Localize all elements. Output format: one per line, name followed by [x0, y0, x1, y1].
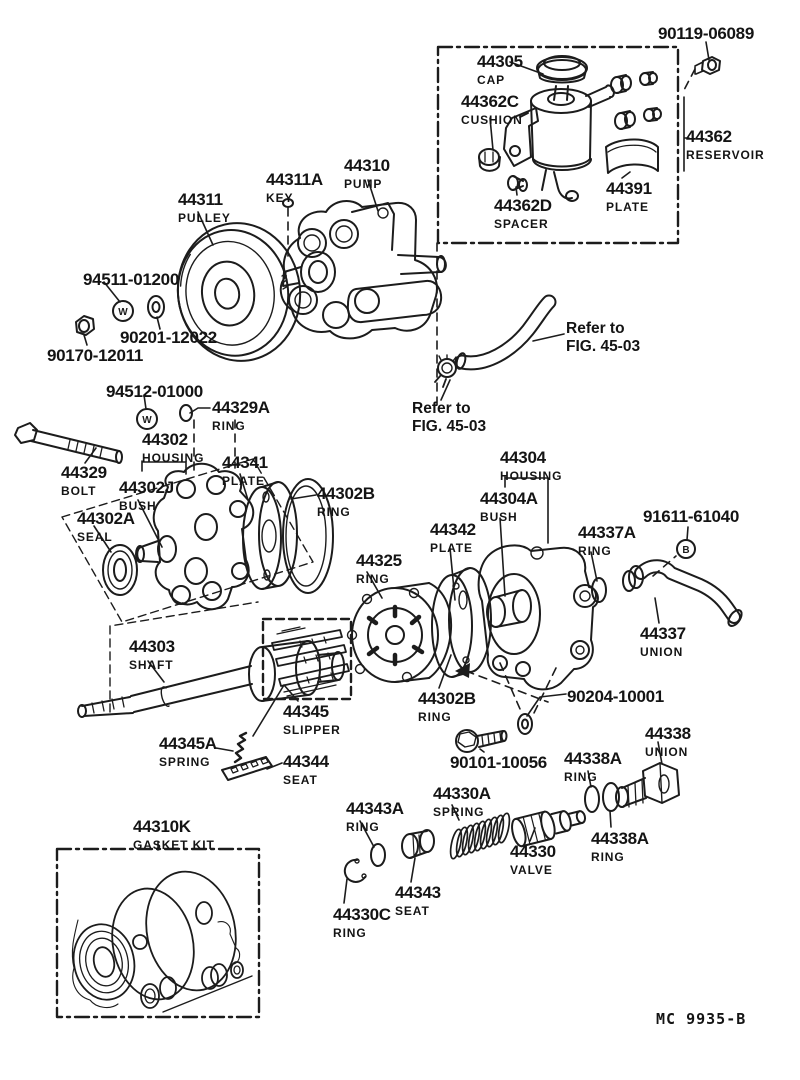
reservoir-grommets-drawing [610, 71, 662, 130]
rear-housing-44304-drawing [477, 544, 599, 691]
spring-44330A-drawing [449, 812, 511, 860]
washer-90201-drawing [147, 295, 165, 319]
valve-44330-drawing [511, 810, 587, 848]
washer-94511-drawing: W [112, 300, 134, 322]
seal-44302A-drawing [102, 544, 138, 596]
figure-code: MC 9935-B [656, 1010, 747, 1028]
washer-mark: W [118, 307, 128, 318]
slipper-group-box [261, 617, 353, 701]
hose-clamp-drawing [434, 354, 457, 388]
seat-44343-drawing [401, 829, 435, 859]
bolt-44329-drawing [14, 422, 123, 464]
ring-44337A-drawing [591, 577, 607, 603]
union-44338-drawing [615, 762, 680, 808]
housing-group-box [61, 458, 314, 623]
ring-44343A-drawing [370, 843, 386, 867]
bolt-mark: B [682, 545, 689, 556]
snap-ring-44330C-drawing [343, 858, 367, 883]
cushion-drawing [478, 148, 501, 172]
spacer-drawing [507, 175, 528, 192]
plate-44341-drawing [242, 481, 298, 590]
washer-94512-drawing: W [136, 408, 158, 430]
leader-lines [83, 41, 710, 904]
nut-90170-drawing [75, 315, 95, 336]
washer-90204-drawing [517, 713, 533, 735]
dashed-arrowhead [455, 663, 470, 678]
bush-44304A-drawing [486, 589, 532, 628]
dashed-alignment-lines [193, 68, 696, 716]
bolt-90119-drawing [694, 56, 721, 75]
front-housing-drawing [135, 462, 255, 611]
spring-44345A-drawing [233, 731, 248, 764]
cap-drawing [536, 55, 588, 80]
plate-pair-44342-drawing [431, 567, 492, 678]
union-44337-drawing [622, 559, 743, 627]
pump-drawing [279, 200, 447, 340]
circled-b-mark: B [676, 539, 696, 559]
ring-44338A-1-drawing [584, 785, 600, 813]
ring-44338A-2-drawing [602, 782, 620, 812]
ring-44329A-drawing [179, 404, 193, 422]
washer-mark: W [142, 415, 152, 426]
reservoir-plate-drawing [605, 138, 659, 174]
seat-44344-drawing [221, 756, 273, 781]
slipper-44345-drawing [271, 626, 350, 697]
ring-44302B-front-drawing [282, 478, 334, 594]
bolt-90101-drawing [455, 729, 508, 753]
hose-drawing [454, 294, 557, 371]
gasket-kit-contents-drawing [71, 870, 253, 1013]
key-drawing [282, 198, 294, 208]
cam-ring-44325-drawing [346, 582, 453, 683]
reservoir-group-box [436, 45, 680, 245]
